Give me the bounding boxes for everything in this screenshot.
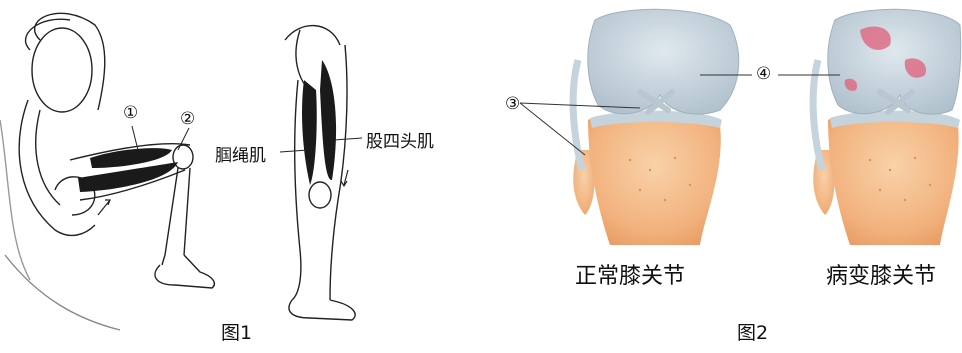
standing-knee (309, 182, 331, 208)
diseased-knee (813, 9, 961, 245)
normal-side-ligament (573, 60, 582, 170)
seated-back (19, 100, 95, 235)
marker-4: ④ (756, 64, 771, 84)
normal-knee-label: 正常膝关节 (575, 258, 685, 290)
quadriceps-label: 股四头肌 (366, 127, 434, 152)
seated-arm (35, 13, 105, 110)
quadriceps-standing-muscle (320, 60, 336, 180)
chair-line (5, 255, 120, 330)
diseased-knee-label: 病变膝关节 (826, 258, 936, 290)
seated-head (32, 28, 92, 112)
seated-arm-back (26, 19, 70, 50)
standing-leg-back (292, 80, 301, 300)
chair-back-line (0, 120, 30, 280)
figure1-caption: 图1 (221, 318, 252, 345)
seated-figure (0, 13, 214, 330)
shin-back (184, 168, 190, 255)
normal-knee (573, 9, 739, 245)
marker-3: ③ (505, 94, 520, 114)
standing-pelvis-top (285, 26, 340, 45)
normal-tibia (588, 113, 721, 245)
leader-quadriceps (334, 138, 362, 140)
marker-2: ② (180, 109, 195, 129)
diseased-tibia (828, 113, 959, 245)
standing-figure (285, 26, 355, 320)
seated-torso-inner (36, 110, 60, 205)
diseased-side-ligament (813, 60, 822, 170)
shin-front (162, 168, 178, 265)
hamstring-label: 腘绳肌 (215, 141, 266, 166)
hamstring-standing-muscle (302, 80, 317, 185)
figure2-caption: 图2 (737, 318, 768, 345)
seated-knee (173, 145, 193, 169)
marker-1: ① (123, 103, 138, 123)
seated-arrow (98, 200, 110, 215)
standing-foot (289, 300, 355, 320)
